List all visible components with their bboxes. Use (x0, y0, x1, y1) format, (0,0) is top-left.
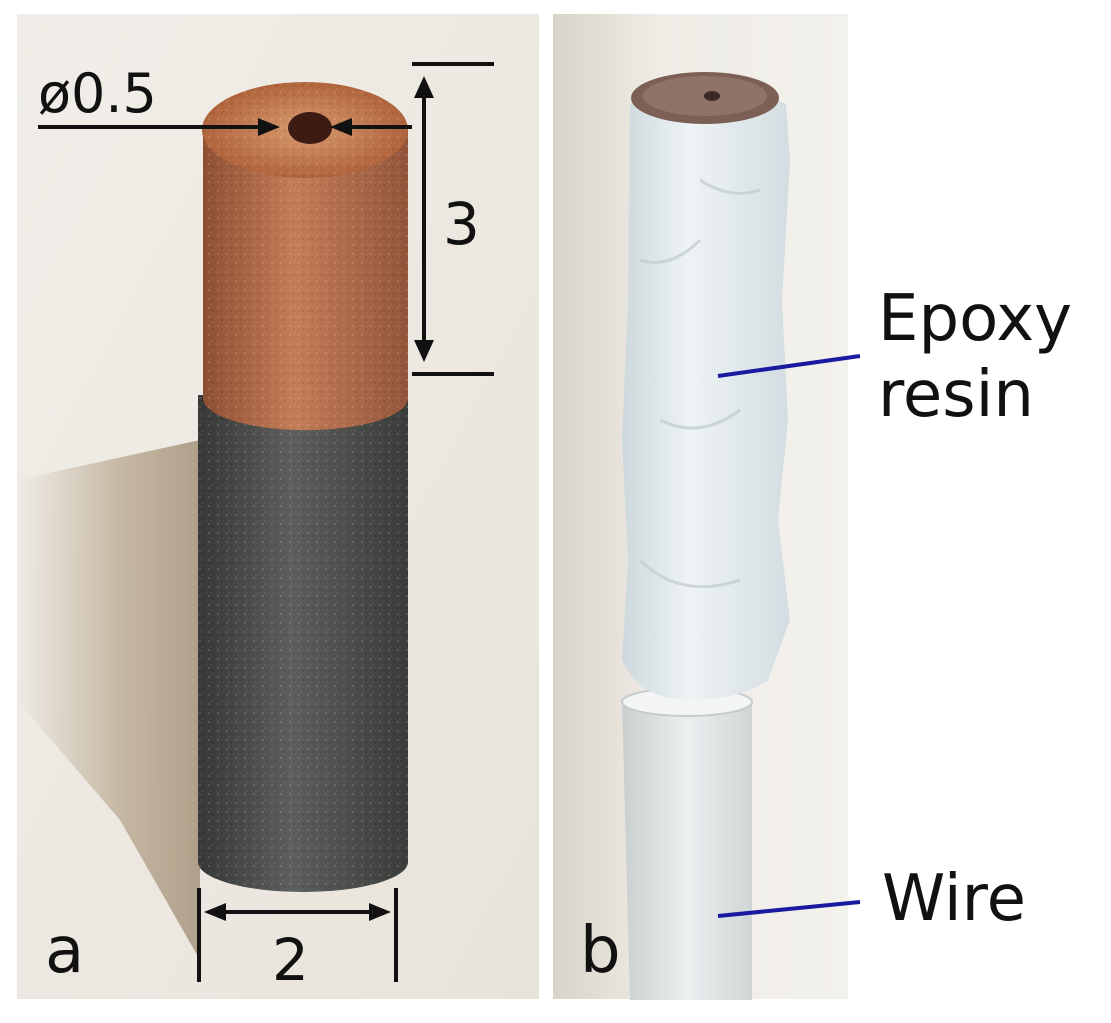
wire-pointer-line (717, 900, 861, 918)
tip-length-dimension (412, 62, 494, 376)
panel-a: ø0.5 3 2 a (17, 14, 539, 999)
epoxy-pointer-line (717, 354, 861, 378)
hole-diameter-label: ø0.5 (38, 62, 157, 125)
graphite-body (198, 395, 408, 892)
hole-diameter-dimension (38, 118, 412, 136)
wire (621, 687, 753, 1000)
panel-a-letter: a (45, 914, 84, 988)
epoxy-label-line1: Epoxy (878, 282, 1072, 356)
center-hole (288, 112, 332, 144)
panel-b-letter: b (580, 914, 621, 988)
epoxy-resin (622, 72, 790, 700)
copper-tip (202, 82, 408, 431)
width-label: 2 (272, 926, 309, 994)
panel-b: b (553, 14, 861, 1000)
tip-length-label: 3 (443, 190, 480, 258)
pin-shadow (17, 440, 200, 960)
wire-label: Wire (882, 862, 1026, 936)
width-dimension (197, 888, 398, 982)
epoxy-label-line2: resin (878, 358, 1034, 432)
